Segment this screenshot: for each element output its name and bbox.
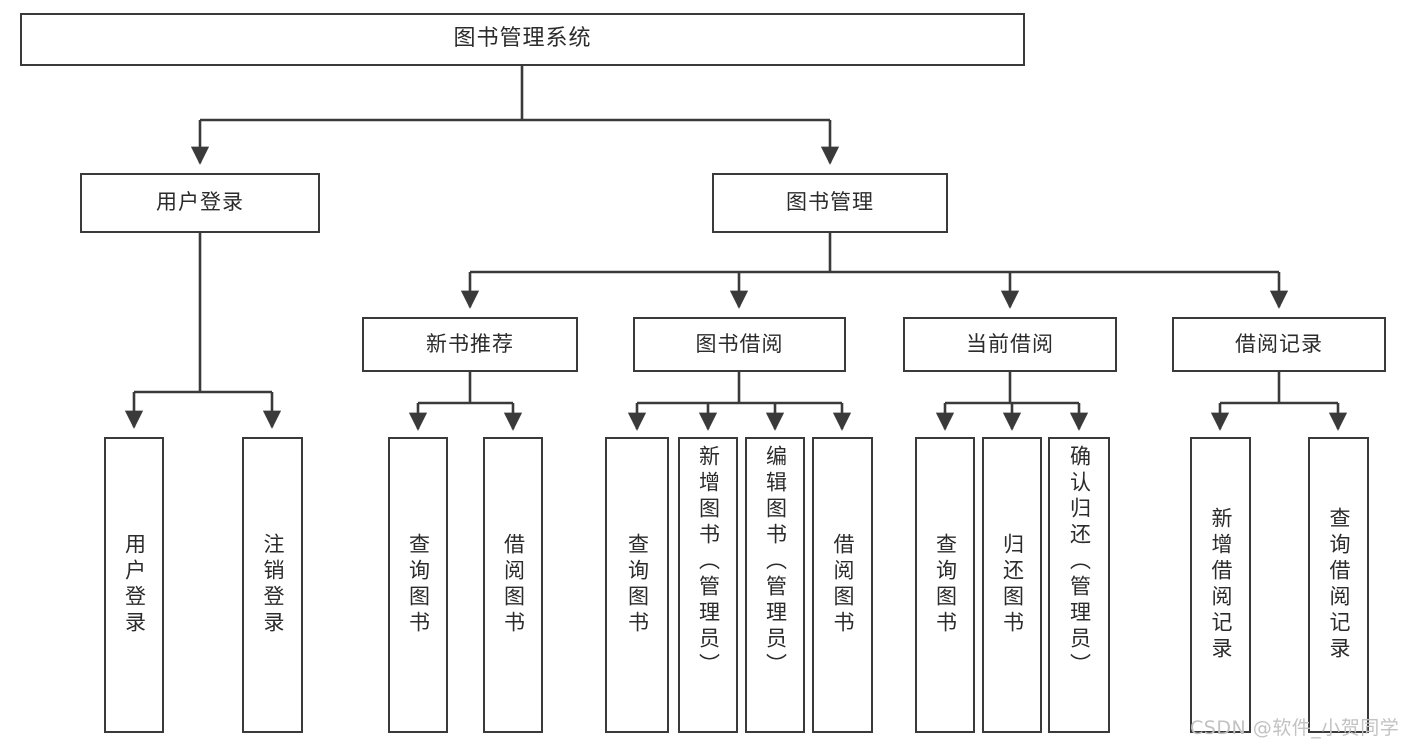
node-current-borrow-label: 当前借阅 <box>966 331 1054 356</box>
leaf-query-book-current-label: 查询图书 <box>933 533 958 637</box>
node-user-login-label: 用户登录 <box>156 190 244 215</box>
leaf-add-book-admin[interactable]: 新增图书（管理员） <box>678 437 738 733</box>
leaf-logout[interactable]: 注销登录 <box>242 437 303 733</box>
node-borrow-record-label: 借阅记录 <box>1235 331 1323 356</box>
node-book-management[interactable]: 图书管理 <box>712 173 948 233</box>
leaf-borrow-book[interactable]: 借阅图书 <box>812 437 873 733</box>
leaf-add-borrow-record-label: 新增借阅记录 <box>1209 507 1233 663</box>
node-new-book-recommend[interactable]: 新书推荐 <box>362 317 578 372</box>
leaf-return-book[interactable]: 归还图书 <box>982 437 1042 733</box>
leaf-add-book-admin-label: 新增图书（管理员） <box>696 445 721 679</box>
leaf-query-book-borrow[interactable]: 查询图书 <box>605 437 669 733</box>
leaf-confirm-return-admin[interactable]: 确认归还（管理员） <box>1048 437 1110 733</box>
leaf-query-borrow-record[interactable]: 查询借阅记录 <box>1308 437 1369 733</box>
node-book-borrow-label: 图书借阅 <box>695 331 784 356</box>
node-user-login[interactable]: 用户登录 <box>80 173 320 233</box>
node-root[interactable]: 图书管理系统 <box>20 13 1025 66</box>
node-book-borrow[interactable]: 图书借阅 <box>633 317 846 372</box>
leaf-query-book-recommend-label: 查询图书 <box>406 533 431 637</box>
leaf-logout-label: 注销登录 <box>261 533 285 637</box>
node-new-book-recommend-label: 新书推荐 <box>426 331 514 356</box>
leaf-query-book-borrow-label: 查询图书 <box>625 533 650 637</box>
leaf-borrow-book-label: 借阅图书 <box>831 533 855 637</box>
leaf-edit-book-admin[interactable]: 编辑图书（管理员） <box>745 437 805 733</box>
node-book-management-label: 图书管理 <box>786 190 874 215</box>
leaf-user-login[interactable]: 用户登录 <box>104 437 164 733</box>
node-current-borrow[interactable]: 当前借阅 <box>903 317 1117 372</box>
csdn-watermark: CSDN @软件_小贺同学 <box>1190 717 1400 739</box>
leaf-borrow-book-recommend-label: 借阅图书 <box>501 533 526 637</box>
node-borrow-record[interactable]: 借阅记录 <box>1172 317 1386 372</box>
leaf-edit-book-admin-label: 编辑图书（管理员） <box>763 445 788 679</box>
leaf-query-book-current[interactable]: 查询图书 <box>915 437 975 733</box>
leaf-add-borrow-record[interactable]: 新增借阅记录 <box>1190 437 1251 733</box>
leaf-query-borrow-record-label: 查询借阅记录 <box>1327 507 1351 663</box>
node-root-label: 图书管理系统 <box>453 26 592 52</box>
leaf-return-book-label: 归还图书 <box>1000 533 1025 637</box>
leaf-query-book-recommend[interactable]: 查询图书 <box>388 437 448 733</box>
leaf-borrow-book-recommend[interactable]: 借阅图书 <box>483 437 543 733</box>
leaf-user-login-label: 用户登录 <box>122 533 147 637</box>
leaf-confirm-return-admin-label: 确认归还（管理员） <box>1067 445 1092 679</box>
